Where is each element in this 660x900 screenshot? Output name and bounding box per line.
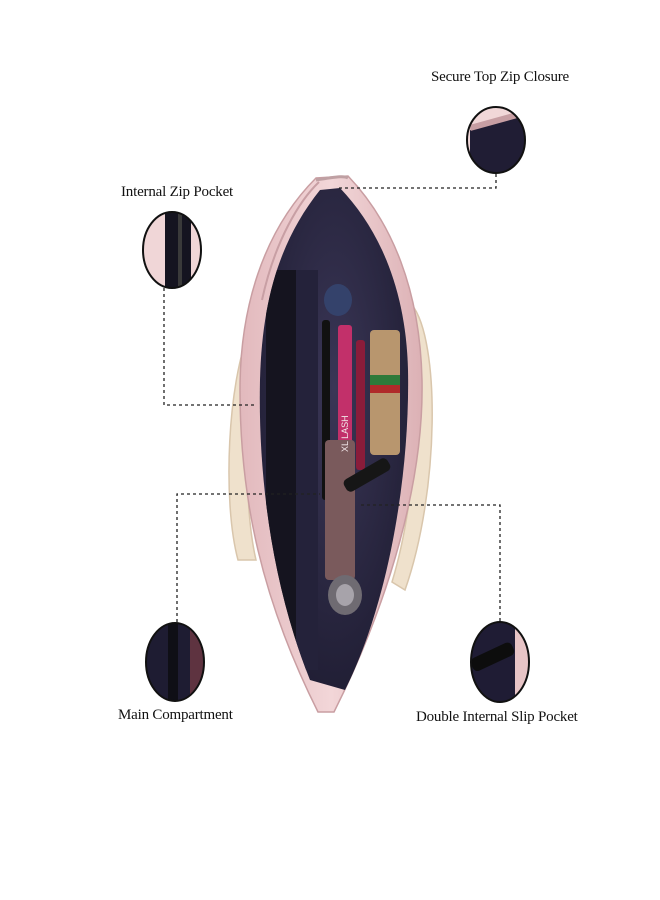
leader-top-zip: [338, 174, 497, 189]
zoom-main-compartment: [145, 622, 205, 702]
callout-label-slip-pocket: Double Internal Slip Pocket: [416, 709, 578, 725]
zoom-top-zip: [466, 106, 526, 174]
zoom-internal-zip: [142, 211, 202, 289]
callout-leaders: [163, 174, 501, 622]
open-tote-bag: XL LASH: [239, 175, 423, 713]
leader-main: [176, 493, 320, 622]
mascara-print: XL LASH: [340, 415, 350, 452]
leader-internal-zip: [163, 288, 254, 406]
leader-slip: [360, 504, 501, 621]
callout-label-internal-zip: Internal Zip Pocket: [121, 184, 233, 200]
callout-label-main-compartment: Main Compartment: [118, 707, 233, 723]
zoom-slip-pocket: [470, 621, 530, 703]
callout-label-top-zip: Secure Top Zip Closure: [431, 69, 569, 85]
